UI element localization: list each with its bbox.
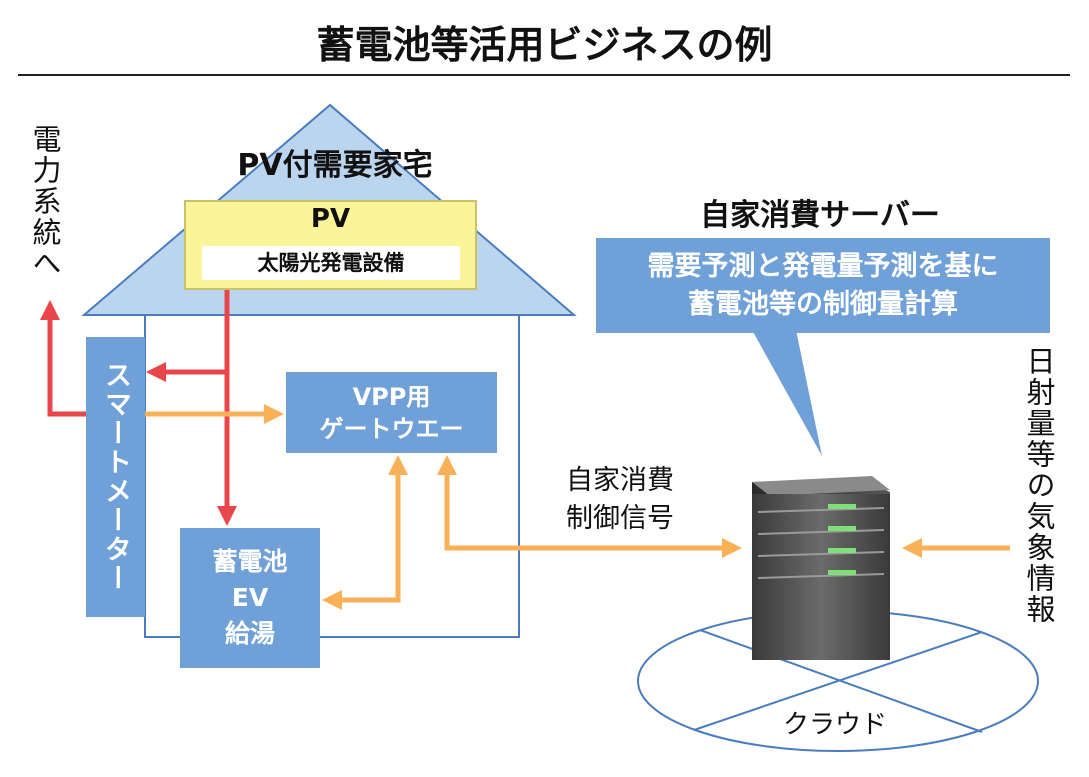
vpp-gateway-line1: VPP用: [352, 382, 431, 411]
grid-label: 電力系統へ: [28, 124, 62, 279]
server-icon: [752, 476, 890, 660]
vpp-gateway-box: VPP用 ゲートウエー: [286, 372, 497, 453]
weather-label: 日射量等の気象情報: [1022, 346, 1056, 625]
pv-label: PV: [310, 204, 351, 234]
bubble-tail: [752, 330, 822, 456]
battery-box: 蓄電池 EV 給湯: [180, 528, 320, 668]
gateway-server-arrow: [437, 455, 742, 558]
signal-flow-arrows: [145, 404, 1010, 610]
control-signal-line1: 自家消費: [566, 465, 674, 496]
smart-meter-label: スマートメーター: [100, 361, 131, 593]
battery-line1: 蓄電池: [212, 547, 288, 576]
pv-subtitle: 太陽光発電設備: [202, 246, 460, 280]
battery-line3: 給湯: [224, 619, 275, 648]
control-signal-line2: 制御信号: [566, 503, 674, 534]
power-flow-arrows: [40, 290, 237, 526]
meter-to-grid-arrow: [40, 300, 86, 417]
title-divider: [18, 74, 1070, 76]
server-bubble-line1: 需要予測と発電量予測を基に: [647, 250, 999, 282]
server-title: 自家消費サーバー: [700, 198, 940, 233]
battery-line2: EV: [231, 583, 269, 612]
house-title: PV付需要家宅: [237, 148, 433, 183]
vpp-gateway-line2: ゲートウエー: [319, 414, 464, 443]
smart-meter-box: スマートメーター: [86, 337, 145, 617]
gateway-battery-arrow: [322, 455, 408, 610]
server-bubble: 需要予測と発電量予測を基に 蓄電池等の制御量計算: [596, 238, 1050, 333]
cloud-label: クラウド: [782, 710, 887, 740]
page-title: 蓄電池等活用ビジネスの例: [316, 23, 773, 67]
control-signal-label: 自家消費 制御信号: [545, 462, 695, 538]
server-bubble-line2: 蓄電池等の制御量計算: [688, 288, 958, 320]
